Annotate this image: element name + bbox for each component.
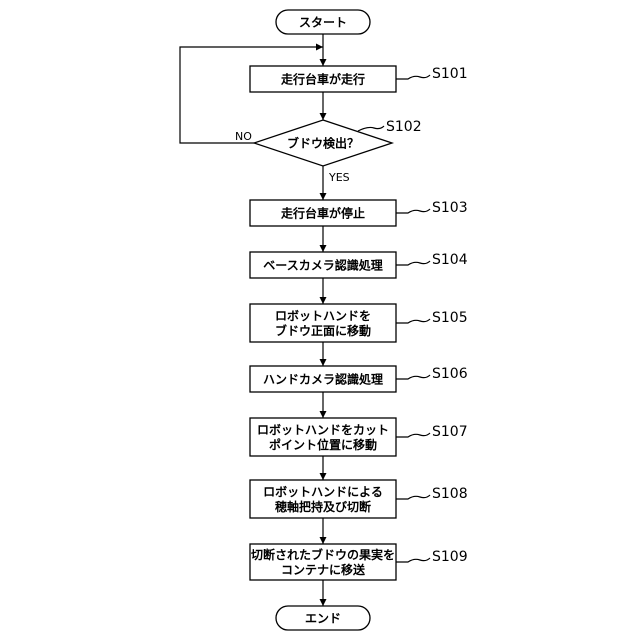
- step-label: S101: [432, 66, 468, 82]
- process-step-s103: 走行台車が停止 S103: [250, 200, 468, 226]
- leader-line: [396, 209, 430, 213]
- leader-line: [396, 375, 430, 379]
- process-step-s104: ベースカメラ認識処理 S104: [250, 252, 468, 278]
- process-step-s105: ロボットハンドをブドウ正面に移動 S105: [250, 304, 468, 342]
- step-label: S105: [432, 310, 468, 326]
- no-label: NO: [235, 130, 252, 143]
- leader-line: [396, 261, 430, 265]
- process-text: ベースカメラ認識処理: [263, 258, 382, 273]
- leader-line: [396, 495, 430, 499]
- process-text: 穂軸把持及び切断: [275, 499, 371, 514]
- process-text: ロボットハンドを: [275, 308, 371, 323]
- process-text: ロボットハンドによる: [263, 484, 383, 499]
- leader-line: [396, 558, 430, 562]
- end-terminal: エンド: [276, 606, 370, 630]
- leader-line: [396, 319, 430, 323]
- decision-text: ブドウ検出？: [287, 136, 359, 151]
- process-step-s106: ハンドカメラ認識処理 S106: [250, 366, 468, 392]
- process-step-s107: ロボットハンドをカットポイント位置に移動 S107: [250, 418, 468, 456]
- step-label: S103: [432, 200, 468, 216]
- process-text: コンテナに移送: [281, 562, 366, 577]
- leader-line: [396, 433, 430, 437]
- decision-step-label: S102: [386, 119, 422, 135]
- decision-diamond: ブドウ検出？ S102 NO YES: [235, 119, 422, 184]
- process-text: ポイント位置に移動: [269, 437, 377, 452]
- yes-label: YES: [328, 171, 350, 184]
- process-step-s108: ロボットハンドによる穂軸把持及び切断 S108: [250, 480, 468, 518]
- start-text: スタート: [299, 16, 347, 30]
- step-label: S104: [432, 252, 468, 268]
- step-label: S107: [432, 424, 468, 440]
- process-text: 切断されたブドウの果実を: [251, 547, 395, 562]
- step-label: S106: [432, 366, 468, 382]
- end-text: エンド: [305, 612, 341, 626]
- process-text: ブドウ正面に移動: [275, 323, 371, 338]
- step-label: S109: [432, 549, 468, 565]
- step-label: S108: [432, 486, 468, 502]
- process-step-s101: 走行台車が走行 S101: [250, 66, 468, 92]
- process-text: ロボットハンドをカット: [257, 422, 389, 437]
- start-terminal: スタート: [276, 10, 370, 34]
- process-step-s109: 切断されたブドウの果実をコンテナに移送 S109: [250, 544, 468, 580]
- process-text: 走行台車が停止: [281, 206, 365, 221]
- leader-line: [396, 75, 430, 79]
- process-text: 走行台車が走行: [281, 72, 365, 87]
- process-text: ハンドカメラ認識処理: [263, 372, 383, 387]
